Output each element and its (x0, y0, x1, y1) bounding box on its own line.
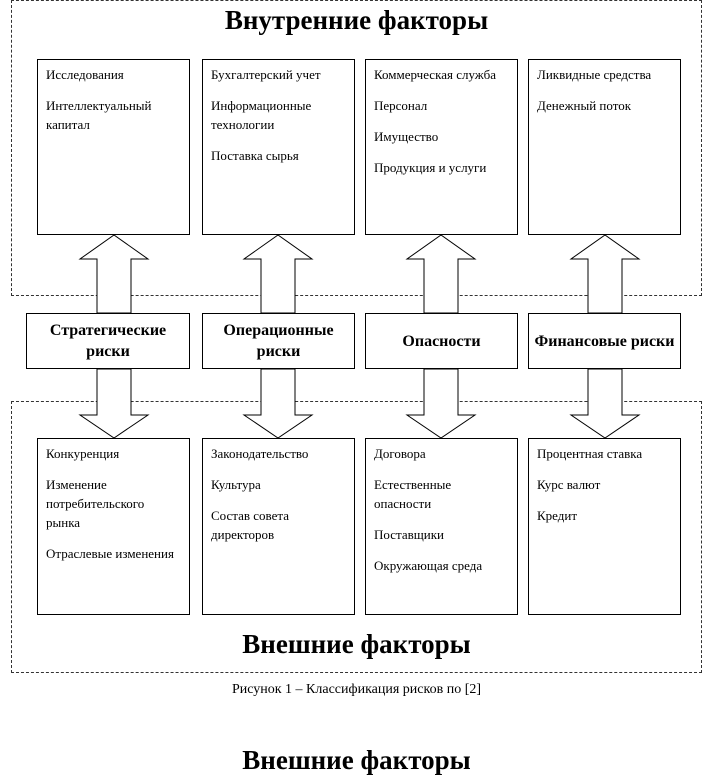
internal-box-2: Бухгалтерский учет Информационные технол… (202, 59, 355, 235)
internal-factors-frame (11, 0, 702, 296)
risk-hazards: Опасности (365, 313, 518, 369)
list-item: Денежный поток (537, 98, 632, 113)
external-factors-title: Внешние факторы (242, 629, 471, 659)
list-item: Курс валют (537, 477, 601, 492)
arrow-up-strategic (78, 234, 150, 314)
list-item: Изменение потребительского рынка (46, 477, 145, 530)
list-item: Процентная ставка (537, 446, 643, 461)
risk-financial: Финансовые риски (528, 313, 681, 369)
risk-strategic: Стратегические риски (26, 313, 190, 369)
list-item: Поставка сырья (211, 148, 299, 163)
list-item: Интеллектуальный капитал (46, 98, 152, 132)
list-item: Продукция и услуги (374, 160, 487, 175)
internal-factors-title: Внутренние факторы (224, 5, 489, 35)
external-box-3: Договора Естественные опасности Поставщи… (365, 438, 518, 615)
internal-box-3: Коммерческая служба Персонал Имущество П… (365, 59, 518, 235)
internal-box-4: Ликвидные средства Денежный поток (528, 59, 681, 235)
list-item: Окружающая среда (374, 558, 483, 573)
arrow-down-strategic (78, 368, 150, 439)
list-item: Отраслевые изменения (46, 546, 174, 561)
arrow-up-financial (569, 234, 641, 314)
list-item: Договора (374, 446, 426, 461)
list-item: Естественные опасности (374, 477, 452, 511)
list-item: Информационные технологии (211, 98, 312, 132)
external-box-4: Процентная ставка Курс валют Кредит (528, 438, 681, 615)
list-item: Кредит (537, 508, 578, 523)
internal-box-1: Исследования Интеллектуальный капитал (37, 59, 190, 235)
arrow-down-financial (569, 368, 641, 439)
external-factors-frame (11, 401, 702, 673)
list-item: Культура (211, 477, 261, 492)
list-item: Состав совета директоров (211, 508, 289, 542)
external-box-2: Законодательство Культура Состав совета … (202, 438, 355, 615)
list-item: Законодательство (211, 446, 309, 461)
arrow-down-operational (242, 368, 314, 439)
list-item: Поставщики (374, 527, 444, 542)
list-item: Коммерческая служба (374, 67, 496, 82)
list-item: Бухгалтерский учет (211, 67, 321, 82)
list-item: Ликвидные средства (537, 67, 652, 82)
external-box-1: Конкуренция Изменение потребительского р… (37, 438, 190, 615)
footer-title: Внешние факторы (242, 745, 471, 775)
arrow-down-hazards (405, 368, 477, 439)
list-item: Имущество (374, 129, 439, 144)
list-item: Конкуренция (46, 446, 120, 461)
arrow-up-hazards (405, 234, 477, 314)
arrow-up-operational (242, 234, 314, 314)
risk-operational: Операционные риски (202, 313, 355, 369)
figure-caption: Рисунок 1 – Классификация рисков по [2] (231, 682, 482, 697)
list-item: Исследования (46, 67, 124, 82)
list-item: Персонал (374, 98, 428, 113)
